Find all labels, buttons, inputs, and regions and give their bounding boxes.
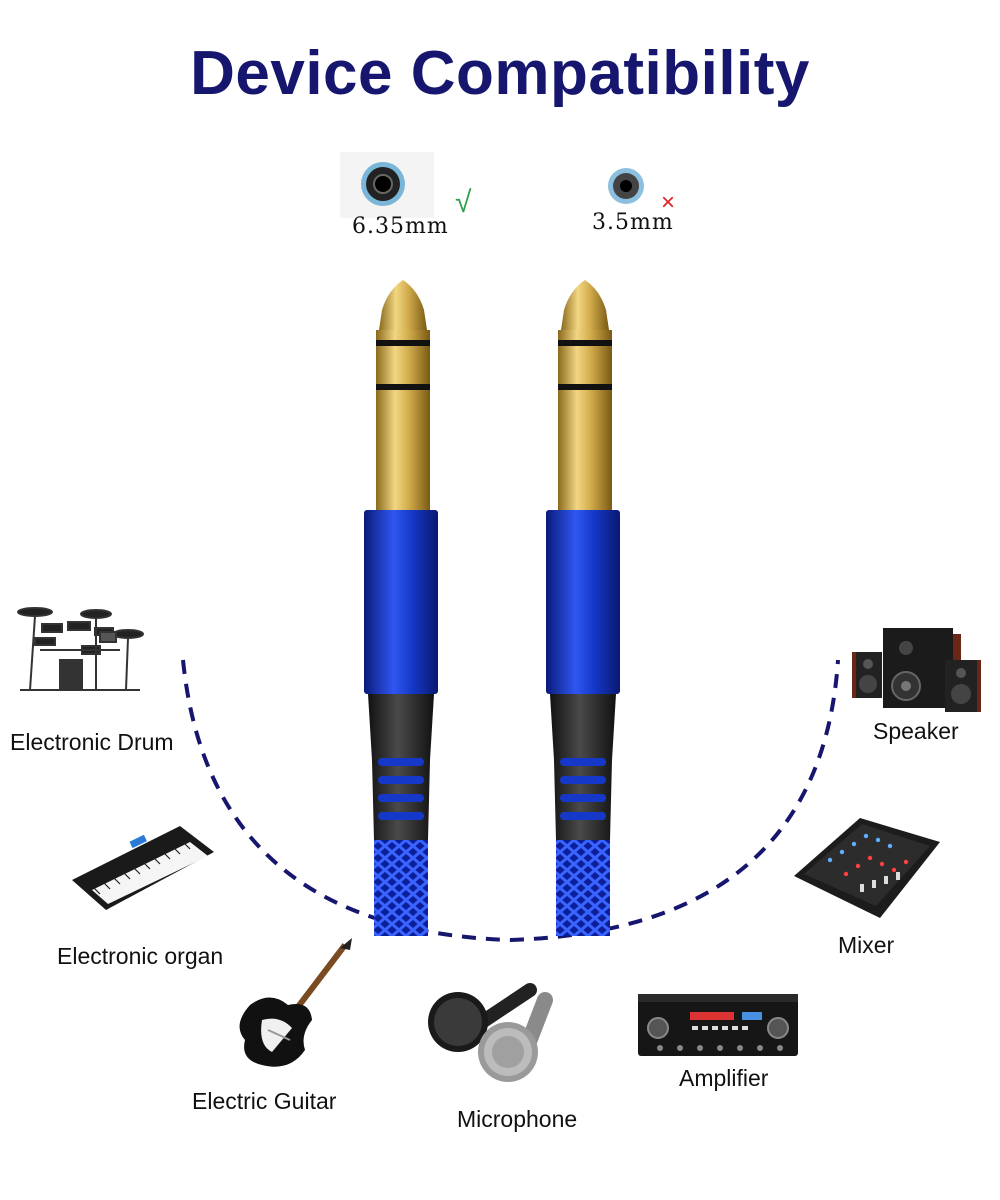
label-electric-guitar: Electric Guitar bbox=[192, 1088, 337, 1114]
page-title: Device Compatibility bbox=[190, 39, 810, 108]
amplifier-icon bbox=[638, 994, 798, 1056]
plug-left bbox=[364, 280, 438, 936]
plug-right bbox=[546, 280, 620, 936]
check-icon: √ bbox=[455, 186, 472, 219]
electronic-organ-icon bbox=[72, 826, 214, 910]
speaker-icon bbox=[852, 628, 981, 712]
jack-size-3-5: 3.5mm bbox=[592, 210, 674, 235]
cross-icon: × bbox=[661, 189, 676, 216]
jack-size-6-35: 6.35mm bbox=[352, 214, 449, 239]
label-mixer: Mixer bbox=[838, 932, 895, 958]
compatibility-arc bbox=[181, 659, 840, 943]
label-amplifier: Amplifier bbox=[679, 1065, 769, 1091]
label-speaker: Speaker bbox=[873, 718, 959, 744]
jack-socket-3-5-icon bbox=[608, 168, 644, 204]
mixer-icon bbox=[794, 818, 940, 918]
electronic-drum-icon bbox=[17, 607, 144, 691]
electric-guitar-icon bbox=[239, 938, 352, 1067]
microphone-icon bbox=[428, 983, 553, 1082]
jack-socket-6-35-icon bbox=[340, 152, 434, 218]
label-electronic-drum: Electronic Drum bbox=[10, 729, 174, 755]
label-microphone: Microphone bbox=[457, 1106, 578, 1132]
label-electronic-organ: Electronic organ bbox=[57, 943, 224, 969]
